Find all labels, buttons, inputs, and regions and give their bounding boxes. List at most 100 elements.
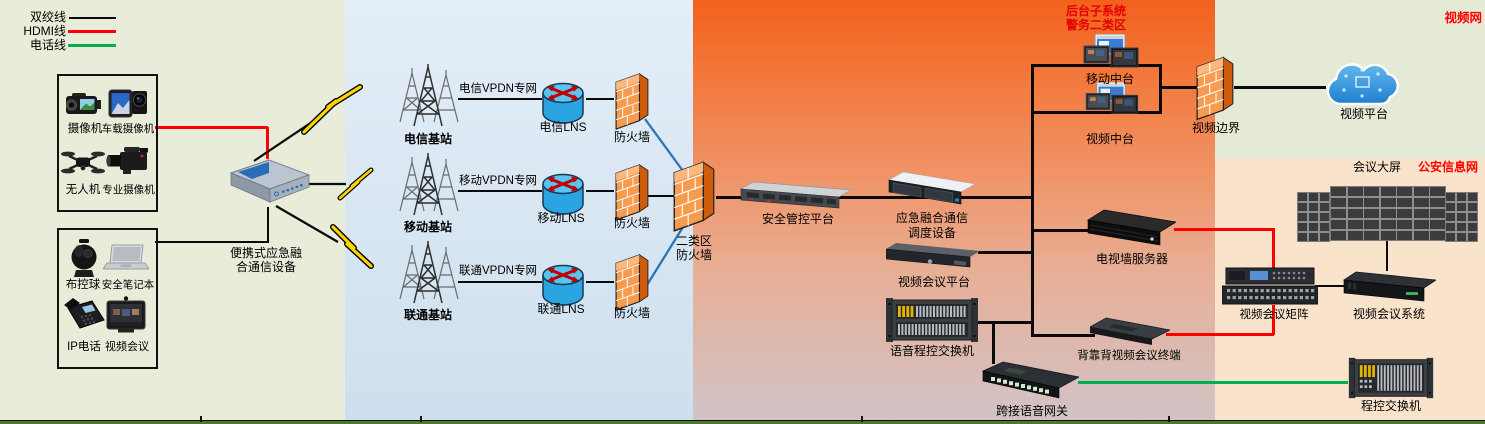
dmz-firewall-label-line2: 防火墙 (675, 248, 712, 262)
bottom-green-strip (0, 421, 1485, 424)
telecom-vpdn-label: 电信VPDN专网 (459, 83, 537, 95)
bottom-border-line (0, 419, 1485, 422)
field-devices-box-cameras (57, 74, 158, 212)
mobile-firewall-label: 防火墙 (613, 216, 650, 230)
video-conference-terminal-icon (105, 296, 147, 336)
voice-pbx-link (975, 321, 1032, 324)
fw2-dmz-line (648, 195, 674, 198)
legend-twisted-pair-line (69, 17, 116, 19)
telecom-lns-firewall-line (586, 98, 614, 101)
telecom-firewall-label: 防火墙 (613, 130, 650, 144)
unicom-lns-firewall-line (586, 281, 614, 284)
telecom-base-station-label: 电信基站 (403, 132, 452, 146)
mobile-base-station-icon (396, 153, 460, 219)
vc-system-icon (1342, 270, 1436, 306)
branch-mobile-mid (1031, 64, 1161, 67)
legend-hdmi-label: HDMI线 (23, 24, 66, 38)
video-wall-center-panel (1330, 186, 1446, 241)
telecom-firewall-icon (613, 72, 651, 130)
vc-platform-label: 视频会议平台 (897, 275, 970, 289)
portable-device-label-line2: 合通信设备 (235, 260, 296, 274)
mobile-firewall-icon (613, 163, 651, 221)
video-platform-label: 视频平台 (1339, 107, 1388, 121)
ptz-ball-label: 布控球 (65, 279, 101, 291)
hdmi-tvwall-matrix (1174, 228, 1274, 231)
branch-video-mid (1031, 111, 1161, 114)
camcorder-icon (64, 90, 104, 120)
backbone-bus (1031, 64, 1034, 337)
dmz-firewall-icon (670, 160, 718, 232)
unicom-firewall-icon (613, 253, 651, 311)
panel-field-zone (0, 0, 345, 420)
border-to-cloud-line (1234, 86, 1326, 89)
video-mid-platform-label: 视频中台 (1085, 132, 1134, 146)
backbone-line (716, 196, 1032, 199)
bottom-tick (200, 416, 202, 422)
unicom-firewall-label: 防火墙 (613, 306, 650, 320)
mobile-mid-platform-icon (1080, 34, 1140, 76)
mid-bracket-line (1159, 64, 1162, 114)
dmz-firewall-label-line1: 二类区 (675, 234, 712, 248)
unicom-vpdn-label: 联通VPDN专网 (459, 265, 537, 277)
b2b-terminal-label: 背靠背视频会议终端 (1077, 350, 1181, 362)
telecom-base-station-icon (396, 64, 460, 130)
voice-pbx-label: 语音程控交换机 (889, 344, 974, 358)
field-devices-box-terminals (57, 228, 158, 369)
unicom-lns-router-icon (540, 259, 586, 309)
security-platform-label: 安全管控平台 (761, 212, 834, 226)
dispatch-server-icon (883, 170, 975, 210)
vc-matrix-label: 视频会议矩阵 (1239, 309, 1309, 321)
panel-police-zone (693, 0, 1215, 420)
vc-system-label: 视频会议系统 (1352, 307, 1425, 321)
twisted-link-terminals-rise (267, 207, 270, 243)
police-net-label: 公安信息网 (1417, 160, 1478, 174)
unicom-base-station-label: 联通基站 (403, 308, 452, 322)
vehicle-camera-icon (107, 85, 149, 121)
mobile-mid-platform-label: 移动中台 (1085, 72, 1134, 86)
b2b-terminal-icon (1090, 316, 1170, 348)
video-net-label: 视频网 (1444, 11, 1482, 25)
phone-line-gateway-pbx (1078, 381, 1348, 384)
branch-b2b-terminal (1031, 334, 1095, 337)
branch-tvwall-server (1031, 229, 1089, 232)
mobile-lns-label: 移动LNS (537, 211, 585, 225)
mobile-lns-firewall-line (586, 190, 614, 193)
pro-camera-label: 专业摄像机 (102, 184, 155, 196)
bottom-tick (861, 416, 863, 422)
laptop-label: 安全笔记本 (101, 279, 155, 291)
hdmi-b2b-matrix (1166, 333, 1274, 336)
bridge-voice-gateway-label: 跨接语音网关 (995, 404, 1068, 418)
dispatch-server-label-line2: 调度设备 (907, 226, 956, 240)
legend-phone-label: 电话线 (29, 38, 66, 52)
hdmi-link-cameras-drop (266, 127, 269, 159)
matrix-system-line (1315, 285, 1345, 288)
voice-pbx-icon (886, 296, 978, 344)
video-platform-cloud-icon (1322, 58, 1404, 108)
mid-to-border-line (1161, 86, 1199, 89)
legend-hdmi-line (68, 30, 116, 33)
hdmi-link-cameras (155, 126, 268, 129)
video-mid-platform-icon (1082, 82, 1140, 122)
vc-matrix-icon (1222, 266, 1318, 306)
tv-wall-server-icon (1086, 208, 1176, 252)
conference-screen-label: 会议大屏 (1352, 160, 1401, 174)
camcorder-label: 摄像机 (67, 123, 103, 135)
telecom-lns-router-icon (540, 77, 586, 127)
pbx-label: 程控交换机 (1360, 399, 1421, 413)
ptz-ball-icon (69, 239, 99, 279)
legend-twisted-pair-label: 双绞线 (29, 10, 66, 24)
unicom-base-station-icon (396, 241, 460, 307)
mobile-lns-router-icon (540, 168, 586, 218)
unicom-lns-label: 联通LNS (537, 302, 585, 316)
unicom-vpdn-line (458, 281, 542, 284)
ip-phone-icon (63, 296, 105, 334)
drone-icon (61, 146, 105, 178)
backend-zone-label-line1: 后台子系统 (1065, 4, 1126, 18)
drone-label: 无人机 (65, 184, 101, 196)
portable-device-label-line1: 便携式应急融 (229, 246, 302, 260)
mobile-base-station-label: 移动基站 (403, 220, 452, 234)
wall-to-system-line (1386, 239, 1389, 271)
telecom-vpdn-line (458, 98, 542, 101)
twisted-link-terminals (155, 241, 269, 244)
video-wall-right-panel (1445, 192, 1478, 242)
